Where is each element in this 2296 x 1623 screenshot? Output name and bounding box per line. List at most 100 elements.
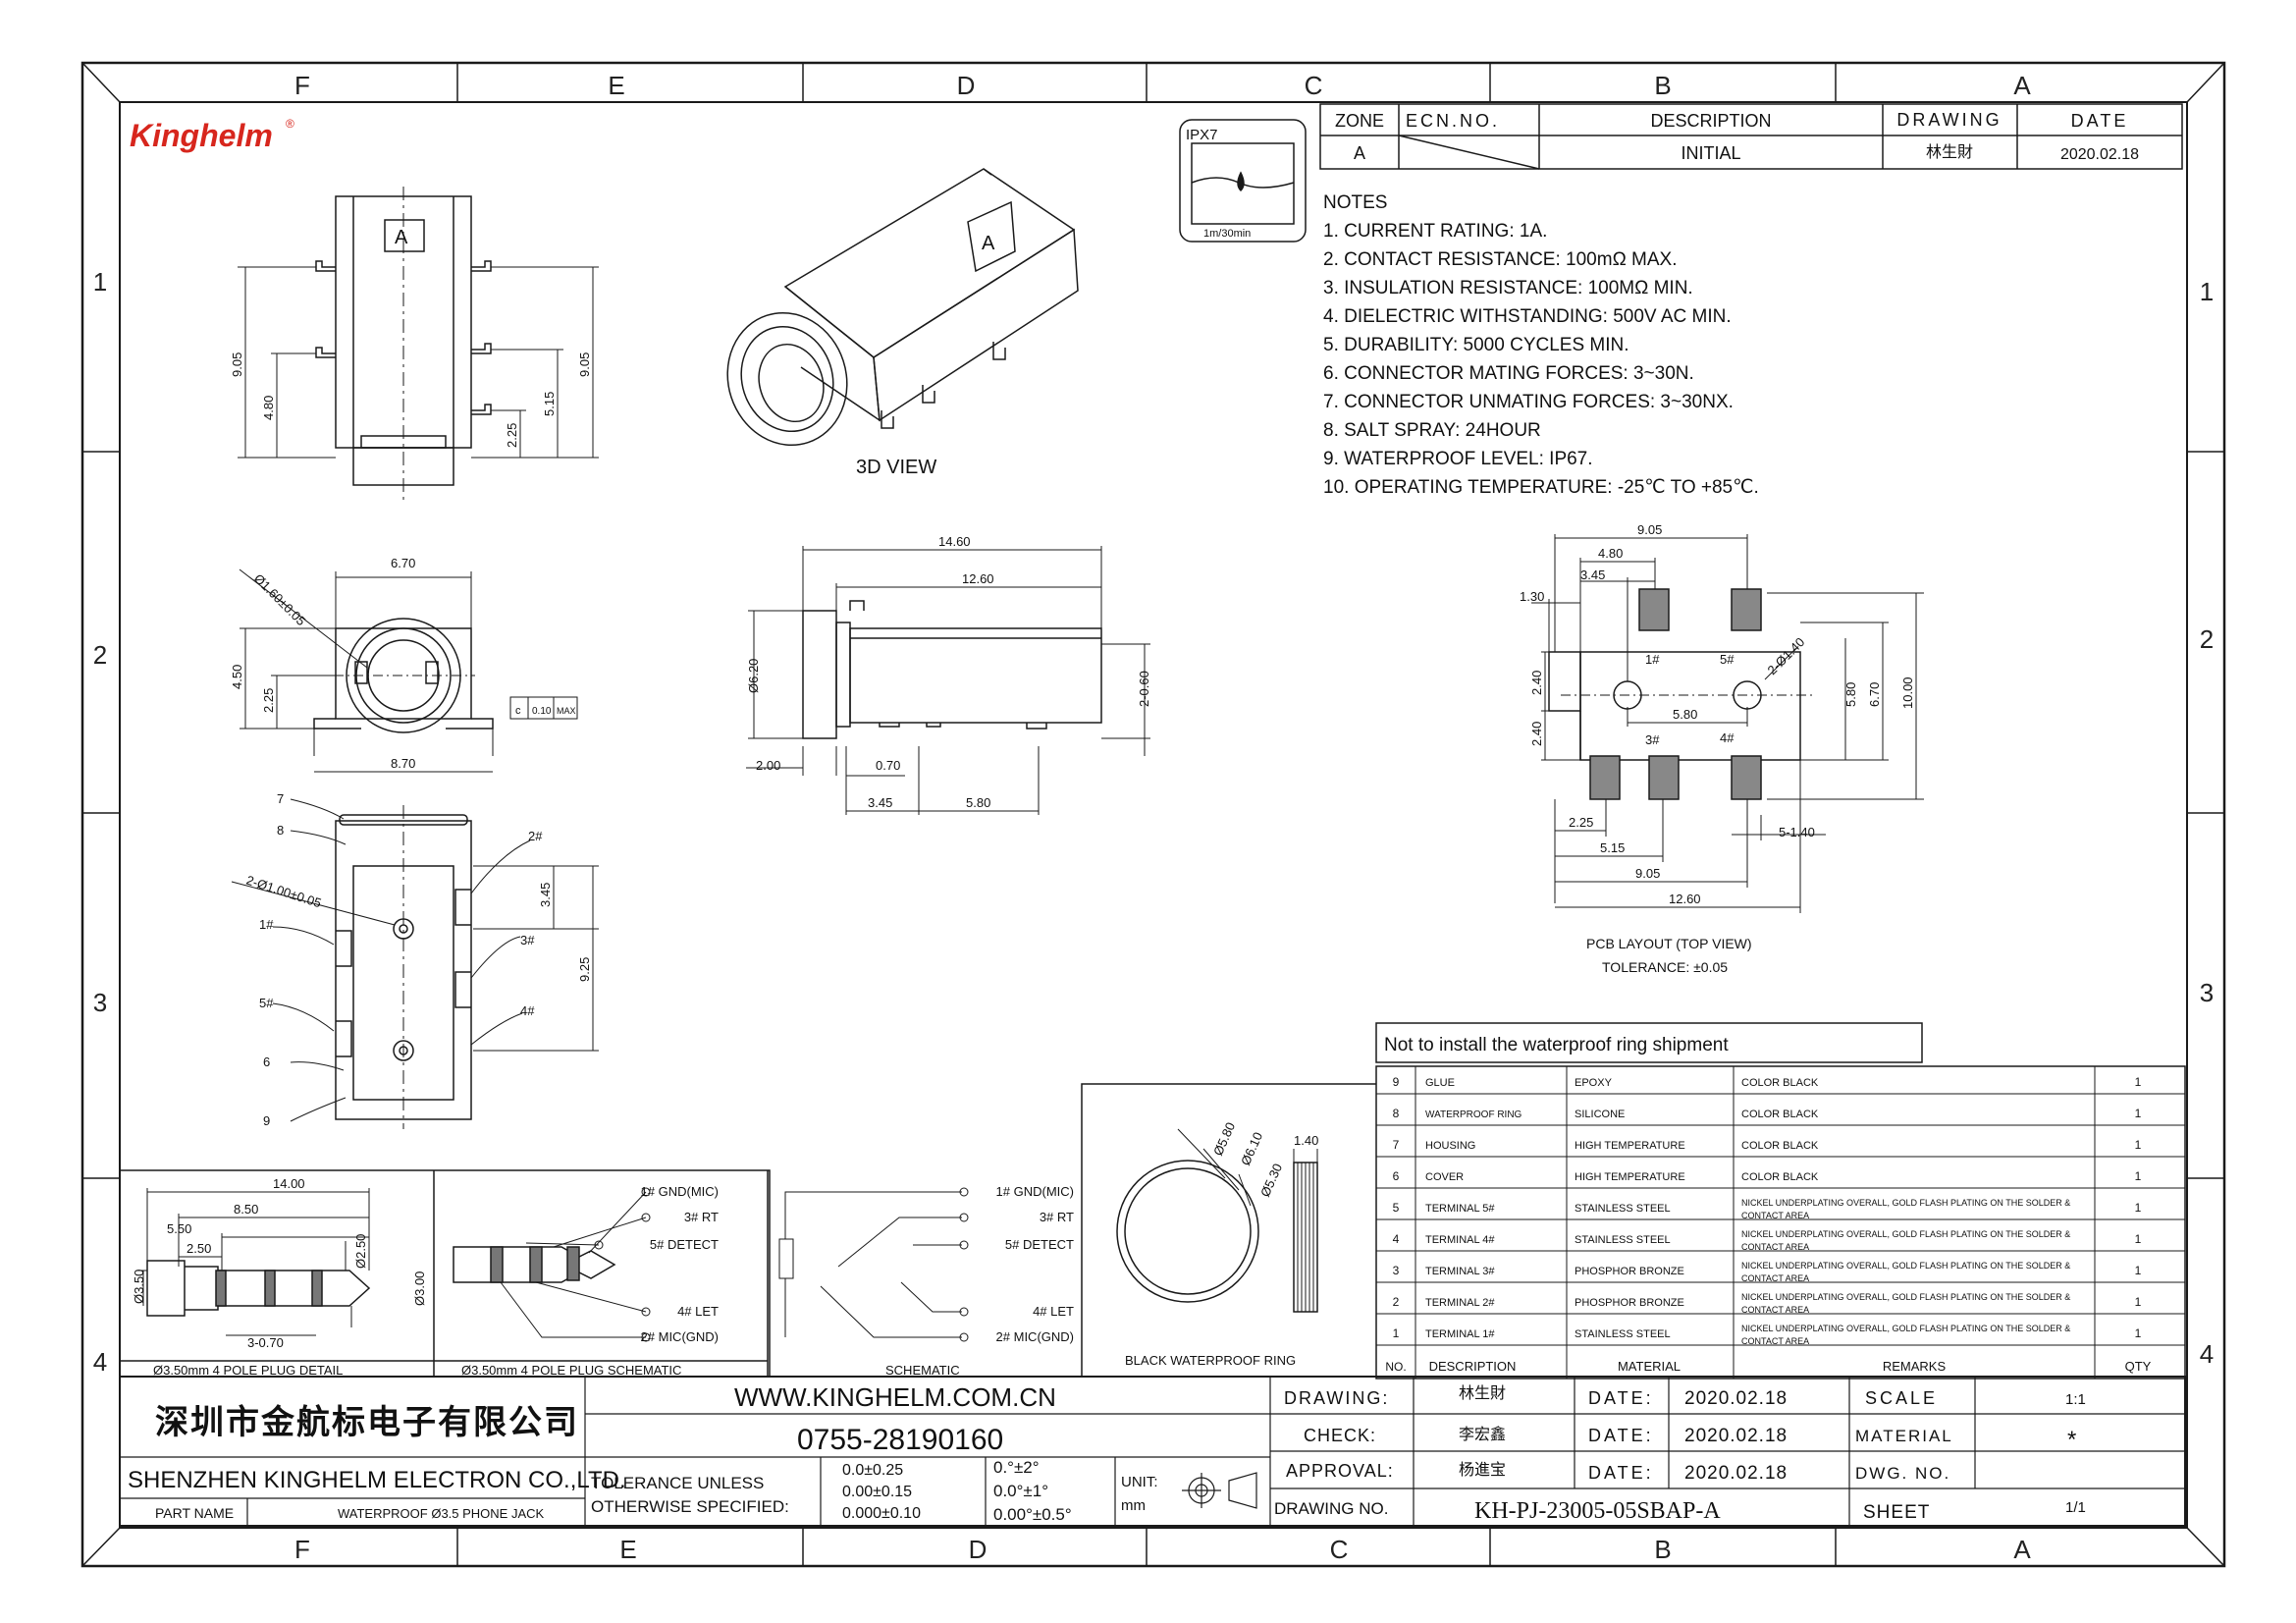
bom-remarks: NICKEL UNDERPLATING OVERALL, GOLD FLASH … xyxy=(1741,1261,2070,1271)
dim-label: Ø6.20 xyxy=(746,659,761,693)
bom-material: HIGH TEMPERATURE xyxy=(1575,1171,1685,1183)
dim-label: Ø3.00 xyxy=(412,1271,427,1306)
dim-label: 9.25 xyxy=(577,957,592,982)
dim-label: 12.60 xyxy=(1669,892,1701,906)
bom-description: TERMINAL 1# xyxy=(1425,1328,1495,1340)
drawing-by: 林生財 xyxy=(1459,1384,1506,1402)
dim-label: 5.15 xyxy=(542,392,557,416)
col-label-top: E xyxy=(608,71,624,100)
ipx7-badge: IPX7 1m/30min xyxy=(1179,119,1307,243)
bom-qty: 1 xyxy=(2135,1264,2142,1277)
bom-remarks: CONTACT AREA xyxy=(1741,1273,1809,1283)
notes-title: NOTES xyxy=(1323,192,1387,213)
dim-label: Ø5.80 xyxy=(1210,1120,1238,1158)
plug-pin-label: 4# LET xyxy=(677,1304,719,1319)
callout-label: 8 xyxy=(277,823,284,838)
rev-header-description: DESCRIPTION xyxy=(1650,111,1771,131)
sheet-label: SHEET xyxy=(1863,1502,1930,1523)
row-label-left: 1 xyxy=(93,267,107,297)
drawing-no-label: DRAWING NO. xyxy=(1274,1499,1388,1518)
shipment-note: Not to install the waterproof ring shipm… xyxy=(1375,1022,1923,1063)
tol-linear: 0.00±0.15 xyxy=(842,1484,912,1500)
dim-label: 5-1.40 xyxy=(1779,825,1815,839)
ring-caption: BLACK WATERPROOF RING xyxy=(1125,1353,1296,1368)
bom-remarks: CONTACT AREA xyxy=(1741,1242,1809,1252)
dim-label: Ø5.30 xyxy=(1257,1162,1285,1199)
rev-date: 2020.02.18 xyxy=(2060,146,2139,163)
tol-angle: 0.00°±0.5° xyxy=(993,1505,1072,1524)
col-label-bottom: A xyxy=(2013,1535,2031,1564)
dim-label: 2-Ø1.00±0.05 xyxy=(244,873,323,911)
date-label: DATE: xyxy=(1588,1388,1654,1408)
dim-label: 4.80 xyxy=(1598,546,1623,561)
rev-header-zone: ZONE xyxy=(1335,111,1384,131)
sheet-value: 1/1 xyxy=(2065,1499,2086,1516)
check-label: CHECK: xyxy=(1304,1426,1376,1445)
row-label-right: 2 xyxy=(2200,624,2214,654)
drawing-frame xyxy=(80,61,2226,1568)
bom-remarks: NICKEL UNDERPLATING OVERALL, GOLD FLASH … xyxy=(1741,1292,2070,1302)
tolerance-label: TOLERANCE UNLESS xyxy=(591,1474,764,1492)
bom-no: 3 xyxy=(1393,1264,1400,1277)
dim-label: Ø3.50 xyxy=(132,1270,146,1304)
dim-label: 5.80 xyxy=(1843,682,1858,707)
view-3d-label: 3D VIEW xyxy=(856,457,936,478)
dwg-no-label: DWG. NO. xyxy=(1855,1464,1950,1483)
note-item: 5. DURABILITY: 5000 CYCLES MIN. xyxy=(1323,335,1629,355)
row-label-left: 4 xyxy=(93,1347,107,1377)
dim-label: 2.25 xyxy=(1569,815,1593,830)
dim-label: 5.50 xyxy=(167,1221,191,1236)
dim-label: 6.70 xyxy=(391,556,415,570)
pcb-title: PCB LAYOUT (TOP VIEW) xyxy=(1586,936,1752,951)
bom-qty: 1 xyxy=(2135,1169,2142,1183)
marker-a: A xyxy=(395,227,408,248)
dim-label: 1.30 xyxy=(1520,589,1544,604)
pad-label: 4# xyxy=(1720,730,1735,745)
bom-remarks: COLOR BLACK xyxy=(1741,1109,1819,1120)
bom-material: EPOXY xyxy=(1575,1077,1613,1089)
dim-label: 2.25 xyxy=(261,688,276,713)
bom-description: GLUE xyxy=(1425,1077,1455,1089)
bom-material: PHOSPHOR BRONZE xyxy=(1575,1297,1684,1309)
kinghelm-logo: Kinghelm ® xyxy=(130,117,294,153)
tol-angle: 0.°±2° xyxy=(993,1458,1040,1477)
note-item: 1. CURRENT RATING: 1A. xyxy=(1323,221,1547,242)
bom-description: TERMINAL 5# xyxy=(1425,1203,1495,1215)
col-label-bottom: D xyxy=(969,1535,988,1564)
dim-label: 8.70 xyxy=(391,756,415,771)
title-block xyxy=(119,1376,2186,1527)
note-item: 8. SALT SPRAY: 24HOUR xyxy=(1323,420,1541,441)
bom-no: 9 xyxy=(1393,1075,1400,1089)
pcb-layout: 9.05 4.80 3.45 1.30 2-Ø1.40 2.40 2.40 5.… xyxy=(1520,522,1924,975)
schematic-pin-label: 3# RT xyxy=(1040,1210,1074,1224)
bom-remarks: COLOR BLACK xyxy=(1741,1140,1819,1152)
bom-description: TERMINAL 4# xyxy=(1425,1234,1495,1246)
dim-label: 2.00 xyxy=(756,758,780,773)
bom-qty: 1 xyxy=(2135,1326,2142,1340)
row-label-left: 3 xyxy=(93,988,107,1017)
dim-label: 10.00 xyxy=(1900,676,1915,709)
col-label-top: D xyxy=(957,71,976,100)
scale-value: 1:1 xyxy=(2065,1391,2086,1408)
website: WWW.KINGHELM.COM.CN xyxy=(734,1382,1056,1412)
marker-a-3d: A xyxy=(982,233,995,254)
bom-material: HIGH TEMPERATURE xyxy=(1575,1140,1685,1152)
title-block-text: 深圳市金航标电子有限公司 SHENZHEN KINGHELM ELECTRON … xyxy=(128,1382,2086,1524)
tol-linear: 0.000±0.10 xyxy=(842,1505,921,1522)
bom-qty: 1 xyxy=(2135,1138,2142,1152)
plug-pin-label: 2# MIC(GND) xyxy=(641,1329,719,1344)
bom-no: 6 xyxy=(1393,1169,1400,1183)
plug-pin-label: 5# DETECT xyxy=(650,1237,719,1252)
plug-pin-label: 1# GND(MIC) xyxy=(641,1184,719,1199)
pad-label: 3# xyxy=(1645,732,1660,747)
plug-detail-caption: Ø3.50mm 4 POLE PLUG DETAIL xyxy=(153,1363,343,1378)
front-view: 6.70 Ø1.60±0.05 4.50 2.25 8.70 c 0.10 MA… xyxy=(230,556,578,773)
dim-label: 3.45 xyxy=(1580,568,1605,582)
pad-label: 1# xyxy=(1645,652,1660,667)
dim-label: Ø2.50 xyxy=(353,1234,368,1269)
row-label-right: 3 xyxy=(2200,978,2214,1007)
bom-qty: 1 xyxy=(2135,1107,2142,1120)
col-label-bottom: F xyxy=(294,1535,310,1564)
row-label-right: 4 xyxy=(2200,1339,2214,1369)
